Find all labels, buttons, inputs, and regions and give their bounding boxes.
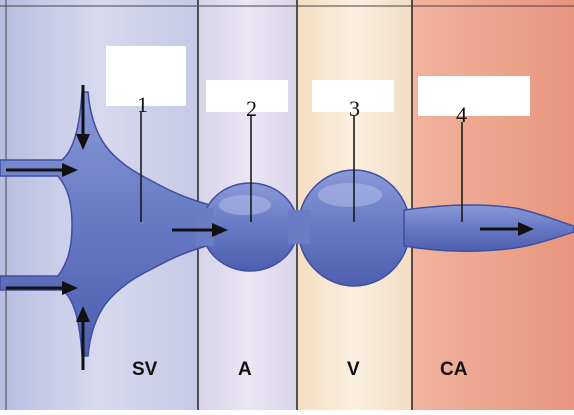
number-label-1: 1 xyxy=(137,92,148,117)
flow-arrowhead-outflow xyxy=(518,222,534,236)
inflow-arrowhead-upper-left xyxy=(62,163,78,177)
number-label-4: 4 xyxy=(456,102,467,127)
label-box-3 xyxy=(312,80,394,112)
number-label-3: 3 xyxy=(349,96,360,121)
number-label-2: 2 xyxy=(246,96,257,121)
zone-label-a: A xyxy=(238,359,252,380)
inflow-arrowhead-top xyxy=(76,134,90,150)
inflow-arrowhead-lower-left xyxy=(62,281,78,295)
inflow-arrowhead-bottom xyxy=(76,306,90,322)
atrium-highlight xyxy=(219,195,271,215)
flow-arrowhead-sv-to-a xyxy=(212,223,228,237)
heart-tube xyxy=(0,91,574,357)
label-box-1 xyxy=(106,46,186,106)
flow-arrows xyxy=(6,85,534,370)
label-box-2 xyxy=(206,80,288,112)
zone-label-v: V xyxy=(347,359,360,380)
sv-a-connector xyxy=(196,208,214,246)
sinus-venosus-shape xyxy=(0,91,211,357)
ventricle-highlight xyxy=(318,183,382,207)
label-box-4 xyxy=(418,76,530,116)
a-v-connector xyxy=(288,210,310,244)
zone-label-ca: CA xyxy=(440,359,468,380)
zone-label-sv: SV xyxy=(132,359,158,380)
